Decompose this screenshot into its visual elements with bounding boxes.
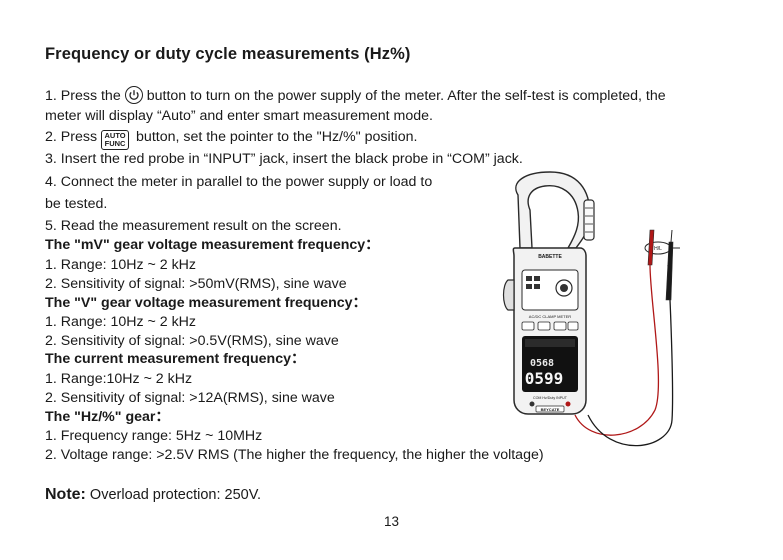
current-gear-heading: The current measurement frequency： [45, 351, 306, 367]
page-number: 13 [383, 514, 400, 529]
meter-display-top: 0568 [530, 358, 554, 369]
meter-brand: BABETTE [538, 254, 562, 260]
step-5-line: 5. Read the measurement result on the sc… [45, 218, 342, 234]
step-1-line-1: 1. Press the button to turn on the power … [45, 86, 666, 105]
meter-display-main: 0599 [525, 369, 564, 388]
hz-gear-frequency-range: 1. Frequency range: 5Hz ~ 10MHz [45, 428, 263, 444]
mv-gear-heading: The "mV" gear voltage measurement freque… [45, 237, 380, 253]
current-gear-sensitivity: 2. Sensitivity of signal: >12A(RMS), sin… [45, 390, 335, 406]
step-4-line-1: 4. Connect the meter in parallel to the … [45, 174, 433, 190]
step-1-line-2: meter will display “Auto” and enter smar… [45, 108, 433, 124]
func-label: FUNC [104, 139, 126, 148]
step-3-line: 3. Insert the red probe in “INPUT” jack,… [45, 151, 523, 167]
step-2-text-a: 2. Press [45, 129, 98, 145]
meter-model-line: AC/DC CLAMP METER [529, 314, 571, 319]
step-1-text-a: 1. Press the [45, 88, 121, 104]
step-1-text-b: button to turn on the power supply of th… [146, 88, 666, 104]
meter-jack-labels: COM Hz/Duty INPUT [533, 396, 568, 400]
note-text: Overload protection: 250V. [89, 487, 262, 503]
mv-gear-range: 1. Range: 10Hz ~ 2 kHz [45, 257, 197, 273]
note: Note: Overload protection: 250V. [45, 486, 261, 504]
note-label: Note: [45, 486, 86, 503]
section-title: Frequency or duty cycle measurements (Hz… [45, 45, 411, 63]
current-gear-range: 1. Range:10Hz ~ 2 kHz [45, 371, 193, 387]
hz-gear-voltage-range: 2. Voltage range: >2.5V RMS (The higher … [45, 447, 544, 463]
meter-footer-brand: BEYCATE [541, 407, 560, 412]
step-2-text-b: button, set the pointer to the "Hz/%" po… [136, 129, 418, 145]
power-button-icon [124, 86, 143, 104]
v-gear-range: 1. Range: 10Hz ~ 2 kHz [45, 314, 197, 330]
clamp-meter-illustration: BABETTE AC/DC CLAMP METER 0568 0599 COM … [502, 171, 680, 447]
step-4-line-2: be tested. [45, 196, 108, 212]
auto-label: AUTO [104, 131, 126, 140]
hz-gear-heading: The "Hz/%" gear： [45, 409, 170, 425]
mv-gear-sensitivity: 2. Sensitivity of signal: >50mV(RMS), si… [45, 276, 347, 292]
v-gear-heading: The "V" gear voltage measurement frequen… [45, 295, 367, 311]
v-gear-sensitivity: 2. Sensitivity of signal: >0.5V(RMS), si… [45, 333, 339, 349]
load-label: H/L [654, 246, 662, 252]
